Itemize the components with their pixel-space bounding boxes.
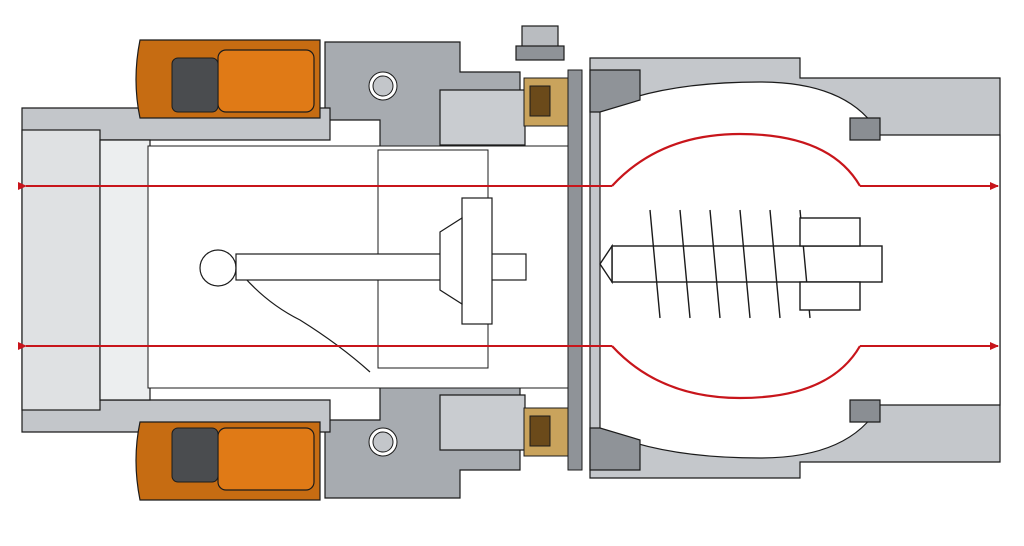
- roller-bearings: [171, 57, 398, 483]
- inlet-sleeve: [21, 107, 331, 433]
- poppet-valve: [199, 197, 527, 373]
- sealing-face: [523, 69, 583, 471]
- flow-path-curves: [611, 132, 861, 400]
- flow-arrows: [18, 182, 999, 350]
- return-spring: [599, 209, 883, 319]
